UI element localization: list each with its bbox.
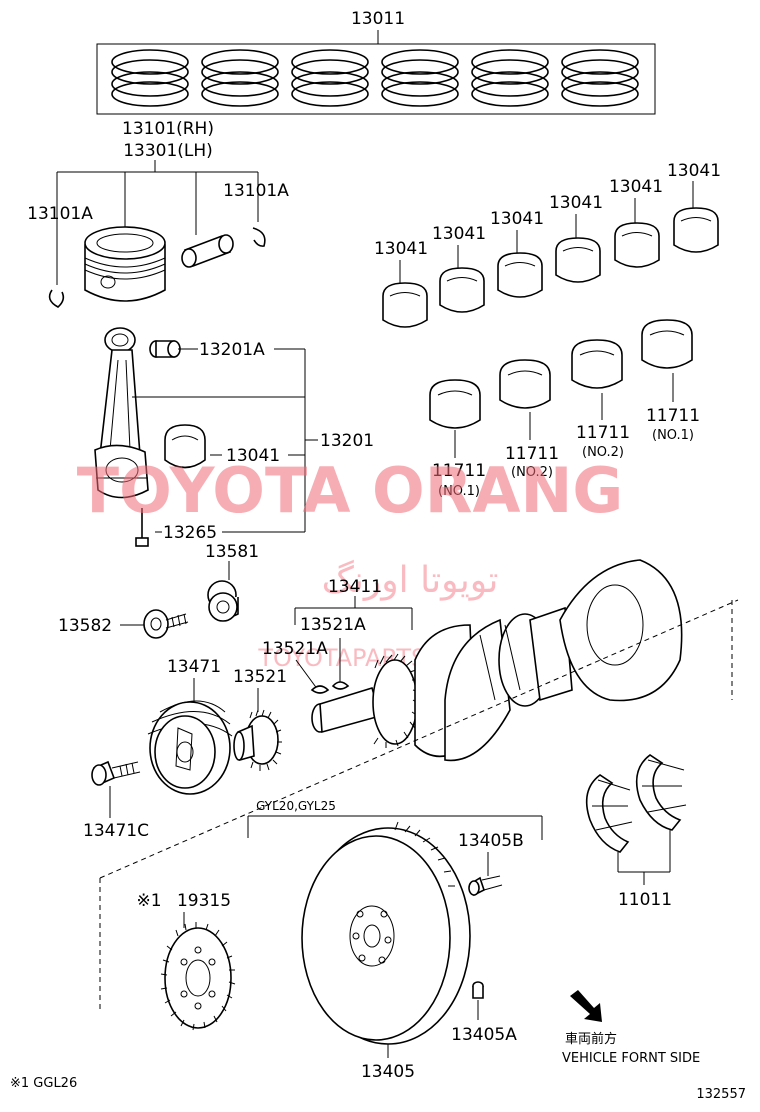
watermark-persian: تویوتا اورنگ (322, 559, 499, 601)
snap-ring-left[interactable] (48, 289, 65, 308)
label-13405b[interactable]: 13405B (458, 831, 524, 851)
ring-stack-1 (111, 49, 189, 107)
label-13041-b2[interactable]: 13041 (432, 224, 486, 244)
diagram-number: 132557 (696, 1087, 746, 1102)
label-13101a-right[interactable]: 13101A (223, 181, 289, 201)
gyl-bracket (247, 815, 543, 840)
bearing-leader-lines (399, 181, 694, 284)
drive-plate-region (99, 599, 739, 1010)
label-13582[interactable]: 13582 (58, 616, 112, 636)
label-13521a-1[interactable]: 13521A (300, 615, 366, 635)
thrust-washer-front[interactable] (585, 774, 633, 853)
front-label-en: VEHICLE FORNT SIDE (562, 1051, 700, 1066)
flywheel[interactable] (301, 821, 471, 1045)
piston-pin[interactable] (181, 234, 234, 268)
rod-bearing[interactable] (164, 424, 206, 469)
ring-stack-5 (471, 49, 549, 107)
label-11711-a-note: (NO.1) (438, 484, 480, 499)
ring-stack-3 (291, 49, 369, 107)
signal-rotor-19315[interactable] (160, 922, 236, 1031)
rod-bushing[interactable] (149, 340, 181, 358)
piston-ring-set[interactable] (96, 30, 656, 115)
label-11711-a[interactable]: 11711 (432, 461, 486, 481)
label-13521[interactable]: 13521 (233, 667, 287, 687)
label-11711-c[interactable]: 11711 (576, 423, 630, 443)
label-11711-b-note: (NO.2) (511, 465, 553, 480)
pulley-bolt-13471c[interactable] (91, 760, 141, 786)
front-label-jp: 車両前方 (565, 1031, 617, 1047)
thrust-leader-lines (617, 830, 671, 885)
rod-bolt[interactable] (135, 508, 149, 547)
ring-stack-2 (201, 49, 279, 107)
connecting-rod[interactable] (94, 327, 149, 499)
washer-13582[interactable] (143, 609, 189, 639)
label-13041-b5[interactable]: 13041 (609, 177, 663, 197)
crank-key-pair[interactable] (310, 681, 350, 694)
main-bearing-11711-2[interactable] (499, 359, 551, 409)
label-13581[interactable]: 13581 (205, 542, 259, 562)
label-11011[interactable]: 11011 (618, 890, 672, 910)
vehicle-front-arrow-icon (570, 990, 602, 1022)
main-bearing-11711-1[interactable] (429, 379, 481, 429)
snap-ring-right[interactable] (252, 227, 266, 247)
label-13041-b1[interactable]: 13041 (374, 239, 428, 259)
label-11711-d-note: (NO.1) (652, 428, 694, 443)
label-13101a-left[interactable]: 13101A (27, 204, 93, 224)
bearing-13041-5[interactable] (614, 222, 660, 268)
main-bearing-11711-3[interactable] (571, 339, 623, 389)
label-11711-d[interactable]: 11711 (646, 406, 700, 426)
label-13471c[interactable]: 13471C (83, 821, 149, 841)
label-13411[interactable]: 13411 (328, 577, 382, 597)
label-13405[interactable]: 13405 (361, 1062, 415, 1082)
piston-leader-lines (56, 160, 259, 285)
crankshaft[interactable] (311, 559, 683, 762)
label-13041-rod[interactable]: 13041 (226, 446, 280, 466)
piston[interactable] (84, 226, 166, 302)
label-13521a-2[interactable]: 13521A (262, 639, 328, 659)
bearing-13041-3[interactable] (497, 252, 543, 298)
label-13041-b3[interactable]: 13041 (490, 209, 544, 229)
label-13041-b4[interactable]: 13041 (549, 193, 603, 213)
dowel-pin-13405a[interactable] (472, 981, 484, 999)
bearing-13041-6[interactable] (673, 207, 719, 253)
label-13011[interactable]: 13011 (351, 9, 405, 29)
bearing-13041-4[interactable] (555, 237, 601, 283)
rod-leader-lines (132, 348, 318, 533)
label-13101-rh[interactable]: 13101(RH) (122, 119, 214, 139)
footnote: ※1 GGL26 (10, 1076, 77, 1091)
watermark-main: TOYOTA ORANG (77, 454, 623, 527)
label-13041-b6[interactable]: 13041 (667, 161, 721, 181)
ring-stack-4 (381, 49, 459, 107)
flywheel-bolt[interactable] (468, 875, 503, 897)
ring-stack-6 (561, 49, 639, 107)
label-13301-lh[interactable]: 13301(LH) (123, 141, 213, 161)
label-13201a[interactable]: 13201A (199, 340, 265, 360)
crank-timing-sprocket[interactable] (233, 709, 282, 771)
crank-leader-lines (294, 596, 413, 691)
label-13405a[interactable]: 13405A (451, 1025, 517, 1045)
label-11711-c-note: (NO.2) (582, 445, 624, 460)
main-bearing-leader-lines (454, 373, 674, 458)
label-19315-mark: ※1 (136, 891, 161, 911)
bearing-13041-1[interactable] (382, 282, 428, 328)
label-13201[interactable]: 13201 (320, 431, 374, 451)
label-19315[interactable]: 19315 (177, 891, 231, 911)
crank-pulley[interactable] (147, 700, 233, 795)
label-gyl: GYL20,GYL25 (256, 799, 336, 813)
label-13471[interactable]: 13471 (167, 657, 221, 677)
thrust-washer-rear[interactable] (635, 754, 687, 831)
label-11711-b[interactable]: 11711 (505, 444, 559, 464)
crank-pulley-spacer[interactable] (207, 580, 239, 622)
bearing-13041-2[interactable] (439, 267, 485, 313)
main-bearing-11711-4[interactable] (641, 319, 693, 369)
label-13265[interactable]: 13265 (163, 523, 217, 543)
